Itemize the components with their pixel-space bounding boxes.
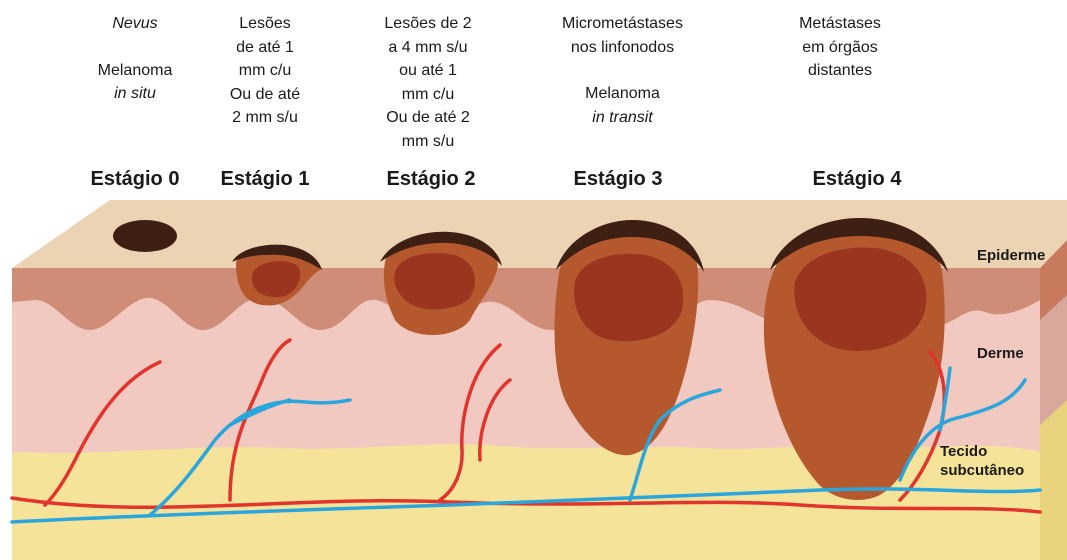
stage3-lesion-core xyxy=(574,254,683,342)
dermis-label: Derme xyxy=(977,344,1024,363)
stage4-lesion-core xyxy=(794,247,926,350)
subcutaneous-label-line1: Tecido xyxy=(940,442,1024,461)
epidermis-label: Epiderme xyxy=(977,246,1045,265)
stage2-lesion-core xyxy=(394,253,475,309)
stage0-nevus xyxy=(113,220,177,252)
subcutaneous-label: Tecido subcutâneo xyxy=(940,442,1024,480)
subcutaneous-label-line2: subcutâneo xyxy=(940,461,1024,480)
